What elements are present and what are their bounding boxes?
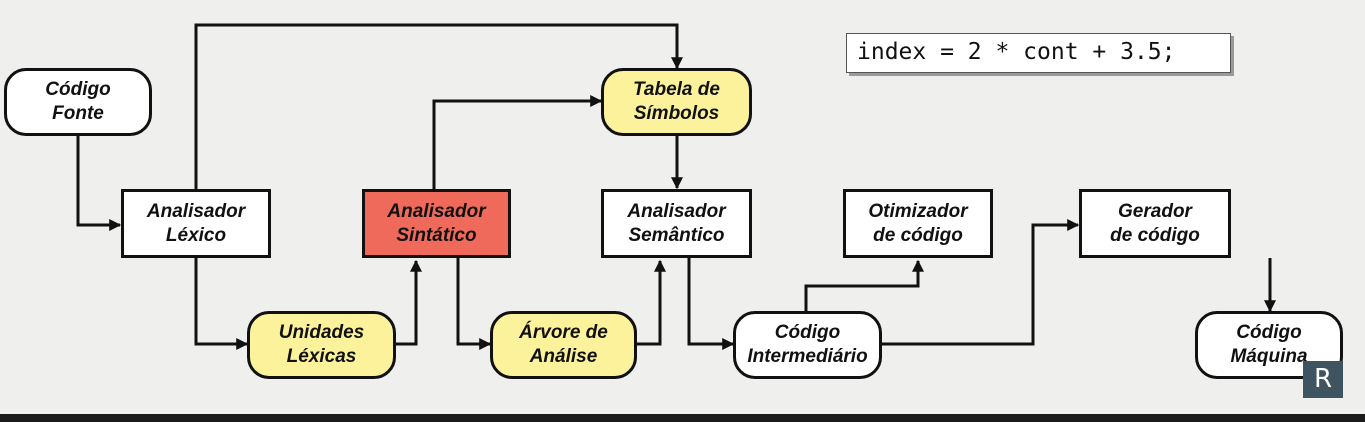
node-unidades-lexicas-label: Unidades Léxicas — [278, 322, 365, 367]
edge-unidades-to-sintatico — [395, 259, 422, 346]
edge-lexico-to-unidades — [194, 258, 249, 350]
edge-sintatico-to-arvore — [456, 258, 492, 350]
node-gerador-codigo-label: Gerador de código — [1110, 200, 1200, 246]
edge-arvore-to-semantico — [636, 259, 666, 346]
node-analisador-sintatico: Analisador Sintático — [362, 189, 511, 258]
node-analisador-semantico-label: Analisador Semântico — [627, 200, 726, 246]
code-snippet: index = 2 * cont + 3.5; — [846, 33, 1231, 73]
node-tabela-simbolos: Tabela de Símbolos — [601, 68, 752, 136]
node-otimizador-codigo-label: Otimizador de código — [868, 200, 968, 246]
node-otimizador-codigo: Otimizador de código — [843, 189, 993, 258]
node-analisador-sintatico-label: Analisador Sintático — [387, 200, 486, 246]
node-analisador-lexico-label: Analisador Léxico — [146, 200, 246, 246]
edge-sintatico-to-tabela — [432, 95, 603, 191]
bottom-bar — [0, 414, 1365, 422]
node-codigo-fonte: Código Fonte — [4, 68, 152, 136]
edge-semantico-to-intermediario — [687, 258, 735, 350]
edge-lexico-to-tabela — [194, 23, 683, 191]
node-codigo-intermediario: Código Intermediário — [733, 311, 882, 379]
edge-fonte-to-lexico — [76, 136, 122, 231]
node-codigo-maquina-label: Código Máquina — [1230, 322, 1308, 367]
edge-intermediario-to-gerador — [880, 219, 1080, 346]
node-analisador-lexico: Analisador Léxico — [121, 189, 271, 258]
node-arvore-analise: Árvore de Análise — [490, 311, 637, 379]
node-unidades-lexicas: Unidades Léxicas — [247, 311, 396, 379]
node-analisador-semantico: Analisador Semântico — [601, 189, 752, 258]
node-gerador-codigo: Gerador de código — [1079, 189, 1231, 258]
node-codigo-intermediario-label: Código Intermediário — [747, 322, 868, 367]
node-codigo-fonte-label: Código Fonte — [45, 79, 111, 124]
node-tabela-simbolos-label: Tabela de Símbolos — [633, 79, 720, 124]
edge-intermediario-to-otimizador — [804, 259, 924, 312]
channel-logo: R — [1303, 361, 1343, 398]
node-arvore-analise-label: Árvore de Análise — [519, 322, 608, 367]
